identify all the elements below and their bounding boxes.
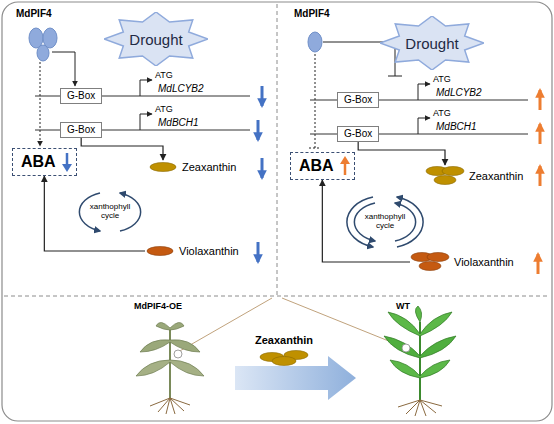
wt-plant: [384, 306, 456, 416]
node-text: G-Box: [67, 124, 95, 135]
node-text: Drought: [129, 31, 182, 48]
connector-arrow: [81, 138, 163, 160]
gene-name: MdLCYB2: [158, 83, 204, 94]
cycle-arrow: [397, 197, 423, 247]
tss-arrow: [140, 80, 152, 96]
stress-burst: Drought: [380, 16, 484, 70]
node-text: Violaxanthin: [179, 244, 239, 258]
pigment-ellipses: [410, 251, 450, 273]
plant-label: MdPIF4-OE: [134, 302, 182, 312]
cycle-arrow: [120, 193, 141, 231]
tss-arrow: [140, 114, 152, 130]
connector-arrow: [322, 180, 410, 262]
gene-name: MdBCH1: [158, 117, 199, 128]
node-text: G-Box: [67, 90, 95, 101]
node-text: ABA: [21, 153, 56, 170]
zeaxanthin-pellets: [260, 351, 308, 366]
pigment-node: Violaxanthin: [145, 244, 239, 258]
increase-arrow: [339, 155, 351, 177]
pigment-ellipses: [145, 245, 175, 257]
connector-arrow: [358, 142, 445, 165]
promoter-box: G-Box: [337, 92, 379, 108]
pigment-ellipses: [148, 161, 178, 173]
oe-plant: [136, 322, 204, 414]
down-arrows: [258, 86, 262, 262]
codon-label: ATG: [433, 75, 451, 85]
decrease-arrow: [61, 151, 73, 173]
divider: [277, 4, 278, 296]
pigment-node: Zeaxanthin: [425, 165, 523, 187]
connector-arrow: [44, 176, 145, 251]
protein-name: MdPIF4: [16, 8, 52, 19]
node-text: Zeaxanthin: [469, 169, 523, 183]
node-text: Drought: [405, 35, 458, 52]
cycle-arrow: [347, 197, 373, 247]
cycle-arrow: [395, 203, 416, 241]
codon-label: ATG: [155, 105, 173, 115]
promoter-box: G-Box: [60, 122, 102, 138]
stress-burst: Drought: [104, 12, 208, 66]
activation-arrow: [52, 52, 75, 86]
codon-label: ATG: [433, 109, 451, 119]
node-text: Violaxanthin: [454, 255, 514, 269]
hormone-box: ABA: [290, 152, 355, 180]
divider: [4, 296, 550, 297]
cycle-label: xanthophyll cycle: [84, 203, 136, 221]
transfer-arrow: [235, 356, 356, 400]
cycle-arrow: [79, 193, 100, 231]
dashed-arrow: [40, 62, 41, 146]
compound-label: Zeaxanthin: [255, 334, 313, 346]
hormone-box: ABA: [12, 148, 77, 176]
gene-name: MdLCYB2: [436, 87, 482, 98]
pif4-dimer: [29, 28, 57, 61]
node-text: G-Box: [344, 94, 372, 105]
pigment-node: Zeaxanthin: [148, 160, 236, 174]
promoter-box: G-Box: [60, 88, 102, 104]
tss-arrow: [418, 84, 430, 100]
pif4-monomer: [308, 32, 322, 52]
up-arrows: [538, 90, 540, 274]
pigment-ellipses: [425, 165, 465, 187]
node-text: ABA: [299, 157, 334, 174]
plant-label: WT: [396, 302, 410, 312]
pigment-node: Violaxanthin: [410, 251, 514, 273]
cycle-label: xanthophyll cycle: [359, 213, 411, 231]
node-text: G-Box: [344, 128, 372, 139]
promoter-box: G-Box: [337, 126, 379, 142]
tss-arrow: [418, 118, 430, 134]
protein-name: MdPIF4: [294, 8, 330, 19]
codon-label: ATG: [155, 71, 173, 81]
node-text: Zeaxanthin: [182, 160, 236, 174]
gene-name: MdBCH1: [436, 121, 477, 132]
cycle-arrow: [354, 203, 375, 241]
